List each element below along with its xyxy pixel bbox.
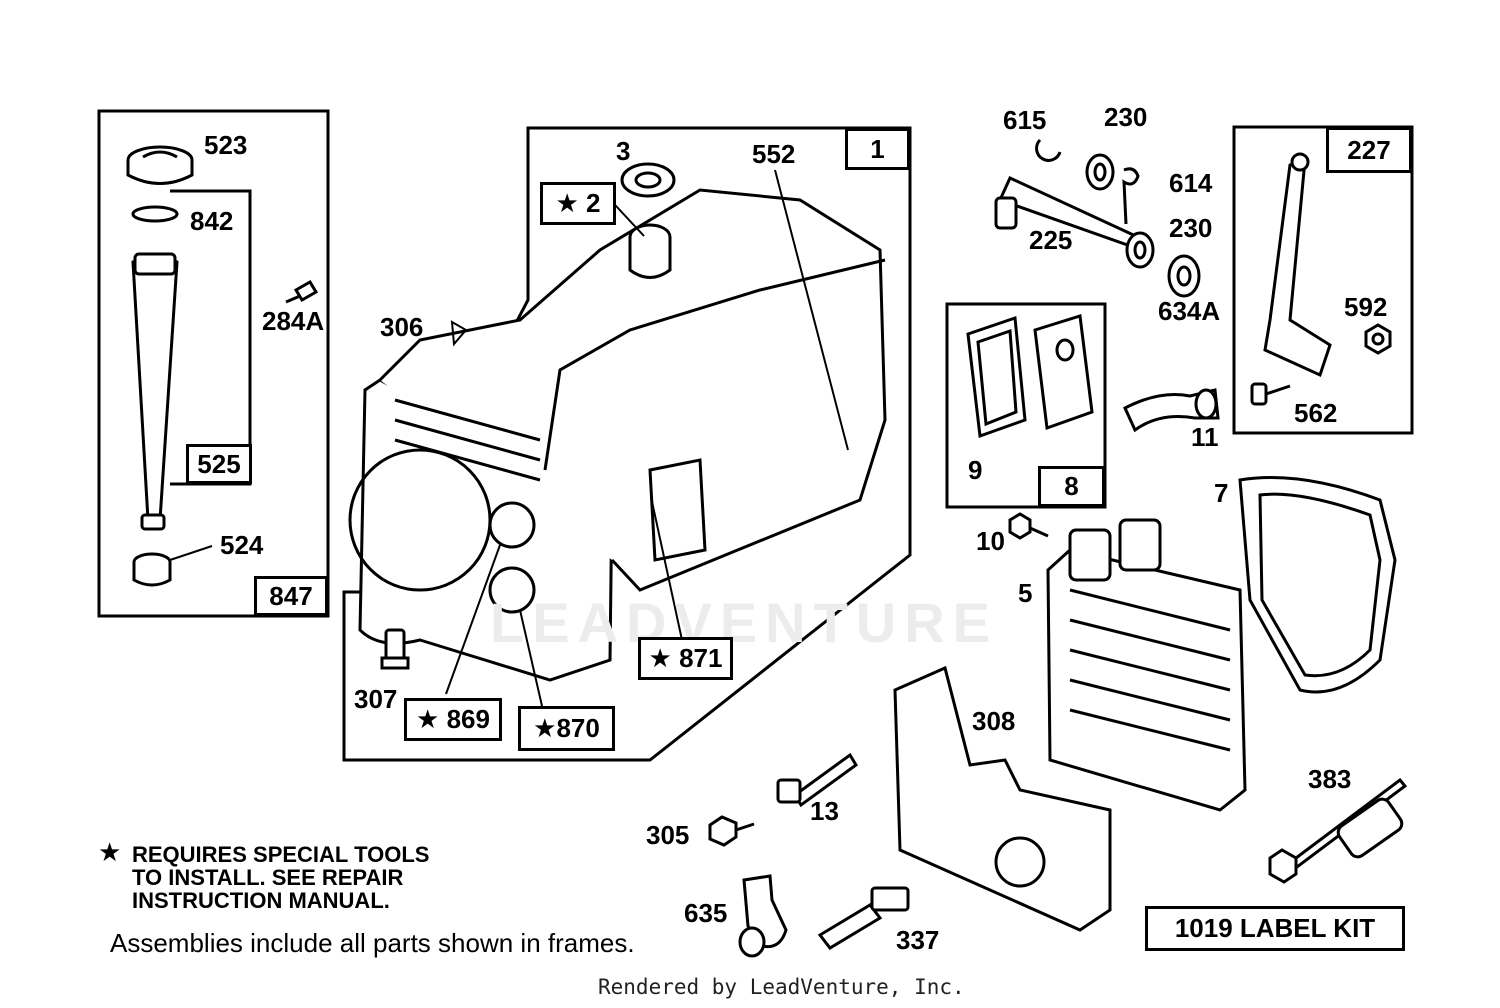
part-label-383: 383 <box>1308 764 1352 794</box>
frame-8 <box>945 302 1107 509</box>
governor-shaft-hardware <box>994 138 1201 298</box>
assemblies-note: Assemblies include all parts shown in fr… <box>110 928 635 958</box>
rendered-by-credit: Rendered by LeadVenture, Inc. <box>598 975 965 999</box>
part-label-523: 523 <box>204 130 248 160</box>
part-label-614: 614 <box>1169 168 1213 198</box>
part-label-225: 225 <box>1029 225 1073 255</box>
part-label-524: 524 <box>220 530 264 560</box>
part-label-11: 11 <box>1191 422 1219 452</box>
part-label-10: 10 <box>976 526 1005 556</box>
frame-label-871: ★ 871 <box>638 637 733 680</box>
frame-label-525: 525 <box>186 444 252 484</box>
frame-227 <box>1232 125 1414 435</box>
part-label-615: 615 <box>1003 105 1047 135</box>
bolt-307 <box>380 628 410 670</box>
special-tools-note: ★ REQUIRES SPECIAL TOOLS TO INSTALL. SEE… <box>98 839 430 913</box>
shroud-308 <box>893 665 1112 932</box>
cylinder-block <box>348 162 887 682</box>
star-icon: ★ <box>98 837 122 867</box>
frame-label-8: 8 <box>1038 466 1105 507</box>
part-label-7: 7 <box>1214 478 1229 508</box>
small-hardware <box>708 752 1408 958</box>
part-label-284a: 284A <box>262 306 325 336</box>
part-label-842: 842 <box>190 206 234 236</box>
part-label-635: 635 <box>684 898 728 928</box>
part-label-230-bottom: 230 <box>1169 213 1213 243</box>
part-label-5: 5 <box>1018 578 1033 608</box>
part-label-9: 9 <box>968 455 983 485</box>
frame-label-870: ★870 <box>518 706 615 751</box>
part-label-592: 592 <box>1344 292 1388 322</box>
frame-label-869: ★ 869 <box>404 698 502 741</box>
frame-label-2: ★ 2 <box>540 182 616 225</box>
note-line-1: REQUIRES SPECIAL TOOLS <box>132 842 430 867</box>
frame-label-1: 1 <box>845 128 910 170</box>
part-label-552: 552 <box>752 139 796 169</box>
frame-label-847: 847 <box>254 576 328 616</box>
label-kit-box: 1019 LABEL KIT <box>1145 906 1405 951</box>
part-label-337: 337 <box>896 925 940 955</box>
note-line-2: TO INSTALL. SEE REPAIR <box>132 865 404 890</box>
part-label-230-top: 230 <box>1104 102 1148 132</box>
part-label-306: 306 <box>380 312 424 342</box>
part-label-3: 3 <box>616 136 631 166</box>
part-label-307: 307 <box>354 684 398 714</box>
part-label-308: 308 <box>972 706 1016 736</box>
governor-lever-assembly <box>1250 152 1392 406</box>
part-label-562: 562 <box>1294 398 1338 428</box>
part-label-634a: 634A <box>1158 296 1221 326</box>
part-label-13: 13 <box>810 796 839 826</box>
note-line-3: INSTRUCTION MANUAL. <box>132 888 390 913</box>
dipstick-assembly <box>126 145 319 587</box>
cylinder-head <box>1008 476 1397 812</box>
breather-assembly <box>966 314 1220 439</box>
frame-525-bracket <box>170 189 252 486</box>
frame-847 <box>97 109 330 618</box>
watermark: LEADVENTURE <box>490 591 999 654</box>
frame-label-227: 227 <box>1326 127 1412 173</box>
part-label-305: 305 <box>646 820 690 850</box>
